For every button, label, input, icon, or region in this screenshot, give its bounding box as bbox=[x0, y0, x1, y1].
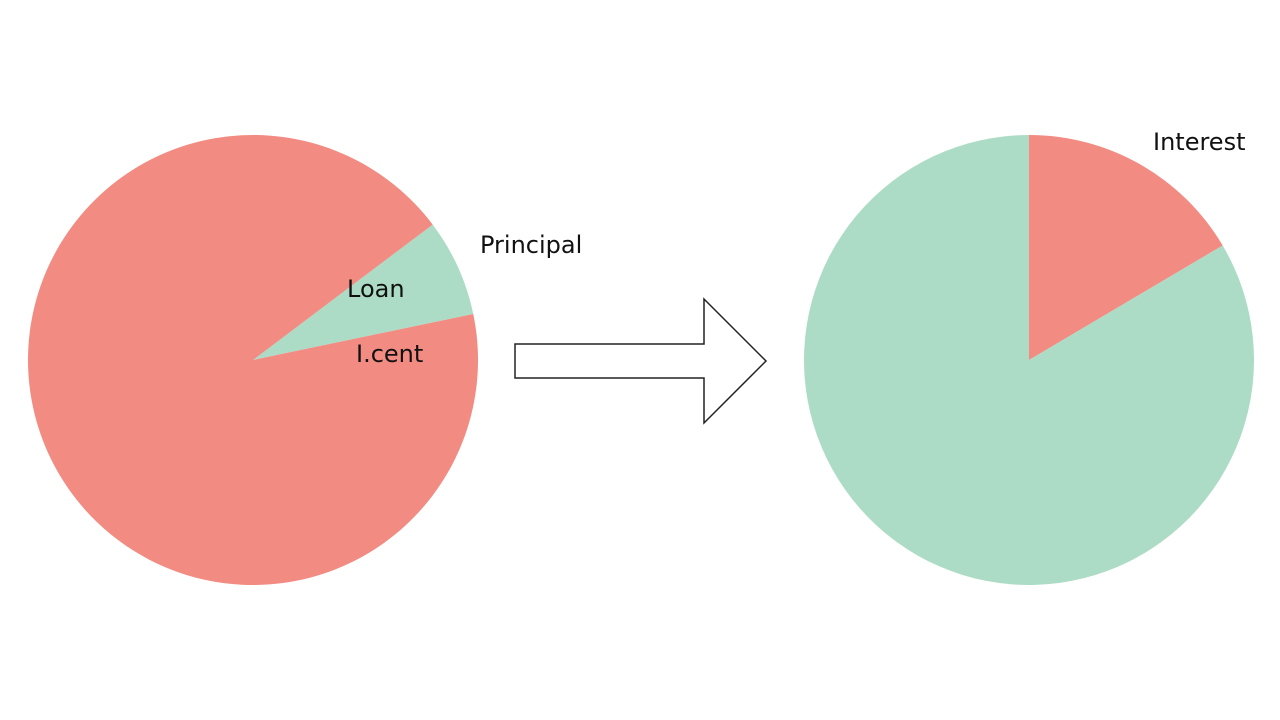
left-pie-chart bbox=[28, 135, 479, 586]
arrow-shape bbox=[514, 297, 768, 425]
right-pie-chart bbox=[804, 135, 1255, 585]
left-pie-slice-1 bbox=[28, 135, 479, 586]
right-pie-slice-1 bbox=[804, 135, 1255, 585]
label-i-cent: I.cent bbox=[356, 340, 423, 368]
label-principal: Principal bbox=[480, 231, 582, 259]
left-pie-slice-0 bbox=[253, 224, 474, 360]
right-pie-slice-0 bbox=[1029, 135, 1223, 360]
right-arrow-outline-icon bbox=[514, 297, 768, 425]
label-loan: Loan bbox=[347, 275, 405, 303]
label-interest: Interest bbox=[1153, 128, 1245, 156]
